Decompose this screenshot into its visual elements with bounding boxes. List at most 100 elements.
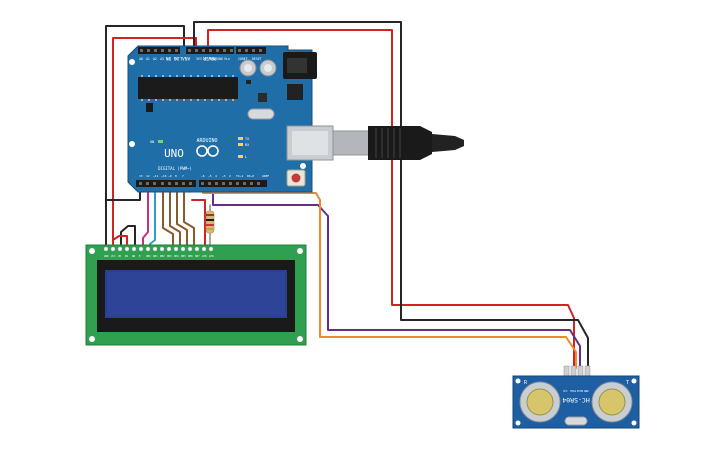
mounting-hole xyxy=(297,248,303,254)
mounting-hole xyxy=(129,141,135,147)
mounting-hole xyxy=(89,248,95,254)
arduino-uno[interactable]: ANALOG IN POWER 3V3 5V GND GND Vin A0 A1… xyxy=(127,45,317,193)
wire-brown-d6[interactable] xyxy=(176,182,188,249)
usb-grip-lines xyxy=(375,128,401,158)
digital-pin-labels: 13 12 ~11 ~10 ~9 8 7 ~6 ~5 4 ~3 2 TX→1 R… xyxy=(139,174,254,178)
svg-text:ECHO: ECHO xyxy=(577,389,584,393)
svg-text:4: 4 xyxy=(215,174,217,178)
lcd-pin-pads xyxy=(103,246,214,252)
mounting-hole xyxy=(300,163,306,169)
svg-text:TX→1: TX→1 xyxy=(236,174,243,178)
svg-text:DB0: DB0 xyxy=(146,254,151,258)
usb-cable[interactable] xyxy=(286,125,464,161)
svg-text:12: 12 xyxy=(146,174,150,178)
svg-text:Vin: Vin xyxy=(224,57,230,61)
analog-pin-labels: A0 A1 A2 A3 A4 A5 xyxy=(139,57,178,61)
wire-brown-d4[interactable] xyxy=(162,182,174,249)
svg-text:DB6: DB6 xyxy=(188,254,193,258)
usb-cable-strain xyxy=(432,134,464,152)
svg-text:RS: RS xyxy=(125,254,129,258)
resistor-body xyxy=(205,210,215,234)
wire-magenta-rs[interactable] xyxy=(142,182,149,249)
svg-text:DB3: DB3 xyxy=(167,254,172,258)
wire-black-lcd-loop[interactable] xyxy=(120,225,136,249)
atmega-chip xyxy=(138,77,238,99)
svg-text:13: 13 xyxy=(139,174,143,178)
analog-header[interactable] xyxy=(138,47,180,54)
mounting-hole xyxy=(631,420,637,426)
svg-text:5V: 5V xyxy=(203,57,207,61)
wire-orange-echo[interactable] xyxy=(202,182,577,369)
header-pin-dots xyxy=(140,49,262,52)
l-led xyxy=(238,155,243,158)
sensor-r-mark: R xyxy=(524,380,528,386)
svg-text:DB7: DB7 xyxy=(195,254,200,258)
wire-red-5v-sensor[interactable] xyxy=(207,29,575,369)
icsp-header[interactable] xyxy=(146,103,153,112)
on-label: ON xyxy=(150,140,154,144)
crystal-oscillator xyxy=(247,108,275,120)
aref-label: AREF xyxy=(262,174,269,178)
svg-text:E: E xyxy=(139,254,141,258)
ioref-label: IOREF xyxy=(238,57,248,61)
svg-text:8: 8 xyxy=(175,174,177,178)
svg-text:DB1: DB1 xyxy=(153,254,158,258)
mounting-hole xyxy=(297,336,303,342)
mounting-hole xyxy=(129,59,135,65)
svg-text:DB2: DB2 xyxy=(160,254,165,258)
digital-header-right[interactable] xyxy=(199,180,267,187)
mounting-hole xyxy=(515,378,521,384)
wire-brown-d5[interactable] xyxy=(169,182,181,249)
wire-black-gnd-lcd[interactable] xyxy=(105,25,185,249)
svg-text:GND: GND xyxy=(104,254,109,258)
svg-text:TRIG: TRIG xyxy=(570,389,577,393)
tx-label: TX xyxy=(245,137,250,141)
wire-red-resistor[interactable] xyxy=(191,199,206,249)
usb-port-inner xyxy=(292,131,328,155)
svg-text:~10: ~10 xyxy=(161,174,167,178)
svg-text:A1: A1 xyxy=(146,57,150,61)
resistor[interactable] xyxy=(205,210,215,234)
capacitor-top xyxy=(264,64,272,72)
usb-plug-metal xyxy=(332,130,370,156)
digital-pin-dots xyxy=(139,182,260,185)
svg-text:LED: LED xyxy=(202,254,207,258)
wire-red-lcd-loop[interactable] xyxy=(112,235,128,249)
wire-cyan-e[interactable] xyxy=(149,182,156,249)
rx-label: RX xyxy=(245,143,250,147)
wire-purple-trig[interactable] xyxy=(212,182,581,369)
svg-text:A3: A3 xyxy=(160,57,164,61)
lcd-screen-glow xyxy=(107,272,285,316)
svg-text:GND: GND xyxy=(210,57,216,61)
voltage-regulator xyxy=(287,84,303,100)
svg-text:~5: ~5 xyxy=(208,174,212,178)
reset-button-cap[interactable] xyxy=(291,173,301,183)
wire-brown-d7[interactable] xyxy=(183,182,195,249)
svg-text:2: 2 xyxy=(229,174,231,178)
digital-pwm-label: DIGITAL (PWM~) xyxy=(158,166,192,171)
svg-text:VCC: VCC xyxy=(563,389,568,393)
mounting-hole xyxy=(89,336,95,342)
digital-header-left[interactable] xyxy=(136,180,196,187)
analog-in-label: ANALOG IN xyxy=(166,55,191,61)
svg-text:RW: RW xyxy=(132,254,136,258)
mounting-hole xyxy=(631,378,637,384)
smd-part xyxy=(246,80,251,84)
resistor-band xyxy=(206,224,214,226)
power-jack-hole xyxy=(287,58,307,73)
resistor-band xyxy=(206,219,214,221)
sensor-model-label: HC-SR04 xyxy=(562,396,589,404)
svg-text:DB5: DB5 xyxy=(181,254,186,258)
tx-led xyxy=(238,137,243,140)
power-pin-labels: 3V3 5V GND GND Vin xyxy=(196,57,230,61)
wire-black-gnd-sensor[interactable] xyxy=(193,21,589,369)
lcd-16x2[interactable]: GND VCC V0 RS RW E DB0 DB1 DB2 DB3 DB4 D… xyxy=(85,244,307,346)
resistor-band xyxy=(206,214,214,216)
wire-red-5v-lcd[interactable] xyxy=(112,37,197,249)
icsp-power-header[interactable] xyxy=(236,47,266,54)
l-label: L xyxy=(245,155,247,159)
hc-sr04-sensor[interactable]: HC-SR04 R T VCC TRIG ECHO GND xyxy=(512,365,640,429)
rx-led xyxy=(238,143,243,146)
chip-pins xyxy=(141,75,234,101)
svg-text:3V3: 3V3 xyxy=(196,57,202,61)
